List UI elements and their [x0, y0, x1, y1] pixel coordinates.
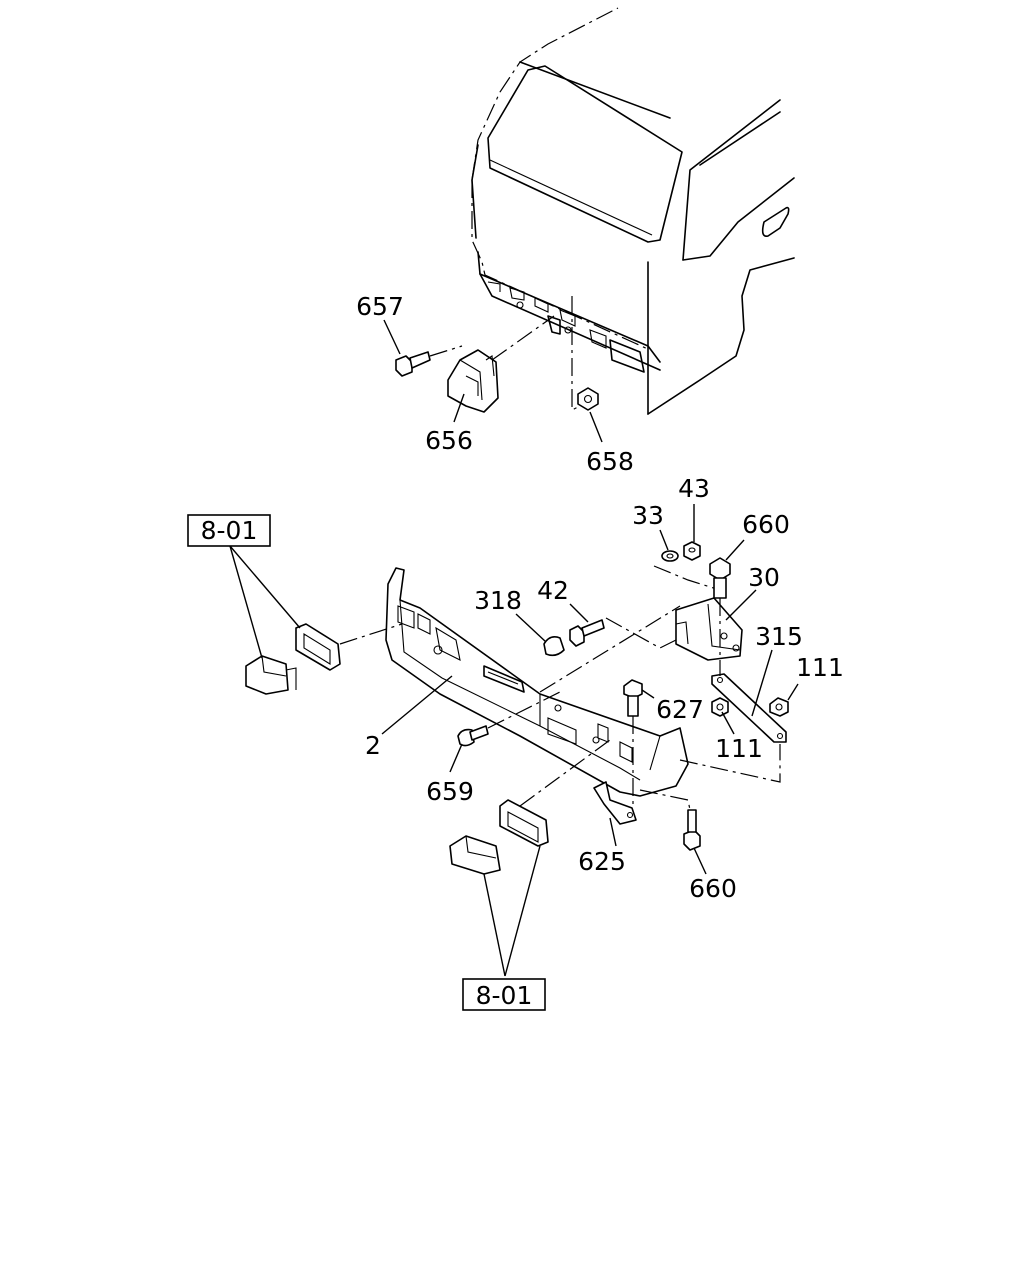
line-658-body	[571, 296, 581, 411]
cap-318	[543, 636, 565, 657]
bolt-657	[395, 351, 431, 377]
reflector-lower	[449, 799, 549, 875]
line-42-30	[605, 617, 677, 649]
callout-315: 315	[755, 622, 803, 651]
line-reflector-upper	[339, 623, 403, 645]
callout-625: 625	[578, 847, 626, 876]
bolt-42	[569, 619, 605, 647]
line-660-lower	[639, 789, 691, 811]
bolt-660-lower	[683, 809, 701, 851]
callout-627: 627	[656, 695, 704, 724]
callout-656: 656	[425, 426, 473, 455]
line-657-656	[429, 345, 463, 357]
line-reflector-lower	[519, 739, 611, 807]
callout-658: 658	[586, 447, 634, 476]
line-bumper-30	[539, 605, 681, 693]
line-659	[487, 691, 561, 729]
callout-657: 657	[356, 292, 404, 321]
bracket-625	[593, 781, 637, 825]
callout-30: 30	[748, 563, 780, 592]
ref-box-lower: 8-01	[462, 978, 546, 1011]
callout-111-right: 111	[796, 653, 844, 682]
ref-label-lower: 8-01	[476, 981, 533, 1010]
callout-labels: 657 656 658 33 43 660 30 318 42 315 111 …	[356, 292, 844, 903]
nut-111-right	[769, 697, 789, 717]
line-33-43	[653, 565, 721, 591]
ref-label-upper: 8-01	[201, 516, 258, 545]
callout-42: 42	[537, 576, 569, 605]
vehicle-rear-body	[471, 7, 795, 415]
reflector-upper	[245, 623, 341, 695]
bolt-627	[623, 679, 643, 717]
washer-33	[661, 550, 679, 562]
callout-659: 659	[426, 777, 474, 806]
callout-43: 43	[678, 474, 710, 503]
nut-658	[577, 387, 599, 411]
nut-43	[683, 541, 701, 561]
callout-660-upper: 660	[742, 510, 790, 539]
callout-111-lower: 111	[715, 734, 763, 763]
nut-111-lower	[711, 697, 729, 717]
stay-315	[711, 673, 787, 743]
callout-318: 318	[474, 586, 522, 615]
hitch-bracket-656	[447, 349, 499, 413]
bolt-659	[457, 725, 489, 747]
callout-660-lower: 660	[689, 874, 737, 903]
line-656-body	[491, 315, 555, 361]
line-bumper-315	[679, 744, 781, 783]
bolt-660-upper	[709, 557, 731, 599]
callout-2: 2	[365, 731, 381, 760]
bracket-30	[675, 597, 743, 661]
callout-33: 33	[632, 501, 664, 530]
leader-lines	[229, 319, 799, 977]
rear-bumper-2	[385, 567, 689, 797]
ref-box-upper: 8-01	[187, 514, 271, 547]
